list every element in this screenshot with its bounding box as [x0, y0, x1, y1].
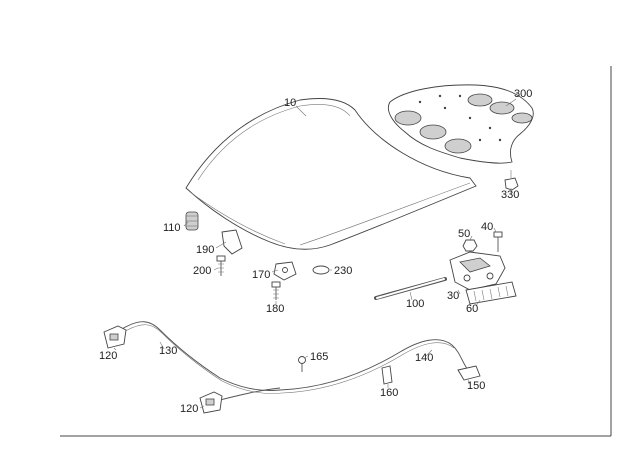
nut-50[interactable] — [462, 239, 478, 252]
label-10: 10 — [284, 97, 296, 109]
mat-pad — [419, 124, 447, 140]
cable-connector-150[interactable] — [457, 365, 481, 381]
label-170: 170 — [252, 269, 270, 281]
grommet-230[interactable] — [312, 265, 330, 275]
release-cable-130[interactable] — [119, 321, 283, 401]
hood-panel[interactable] — [185, 98, 477, 250]
label-165: 165 — [310, 351, 328, 363]
cable-clip-165[interactable] — [298, 356, 306, 373]
striker-170[interactable] — [273, 261, 297, 281]
label-300: 300 — [514, 88, 532, 100]
label-120-upper: 120 — [99, 350, 117, 362]
rubber-stop-110[interactable] — [185, 211, 199, 231]
label-100: 100 — [406, 298, 424, 310]
lock-bracket-60[interactable] — [465, 281, 517, 305]
label-180: 180 — [266, 303, 284, 315]
label-190: 190 — [196, 244, 214, 256]
label-200: 200 — [193, 265, 211, 277]
label-50: 50 — [458, 228, 470, 240]
leader-lines — [113, 98, 517, 409]
label-40: 40 — [481, 221, 493, 233]
diagram-frame — [60, 66, 612, 437]
release-cable-140[interactable] — [279, 339, 469, 394]
mat-pad — [444, 138, 472, 154]
label-130: 130 — [159, 345, 177, 357]
bolt-200[interactable] — [216, 255, 226, 276]
mat-pad — [511, 112, 533, 124]
bolt-40[interactable] — [493, 231, 503, 252]
cable-connector-160[interactable] — [381, 365, 393, 385]
label-150: 150 — [467, 380, 485, 392]
bolt-180[interactable] — [271, 281, 281, 300]
mat-pad — [489, 101, 515, 115]
mat-pad — [467, 93, 493, 107]
retainer-clip-330[interactable] — [504, 170, 519, 191]
label-30: 30 — [447, 290, 459, 302]
label-60: 60 — [466, 303, 478, 315]
hood-lock-30[interactable] — [449, 251, 506, 291]
label-120-lower: 120 — [180, 403, 198, 415]
label-160: 160 — [380, 387, 398, 399]
bracket-190[interactable] — [221, 229, 243, 255]
label-140: 140 — [415, 352, 433, 364]
mat-pad — [394, 110, 422, 126]
hood-insulation-mat[interactable] — [387, 84, 534, 164]
release-handle-120-lower[interactable] — [199, 391, 223, 414]
label-110: 110 — [163, 222, 181, 234]
gas-strut-100[interactable] — [374, 277, 447, 300]
release-handle-120-upper[interactable] — [103, 325, 127, 349]
label-230: 230 — [334, 265, 352, 277]
part-labels: 10 300 330 110 190 200 170 230 180 50 40… — [99, 88, 532, 415]
label-330: 330 — [501, 189, 519, 201]
